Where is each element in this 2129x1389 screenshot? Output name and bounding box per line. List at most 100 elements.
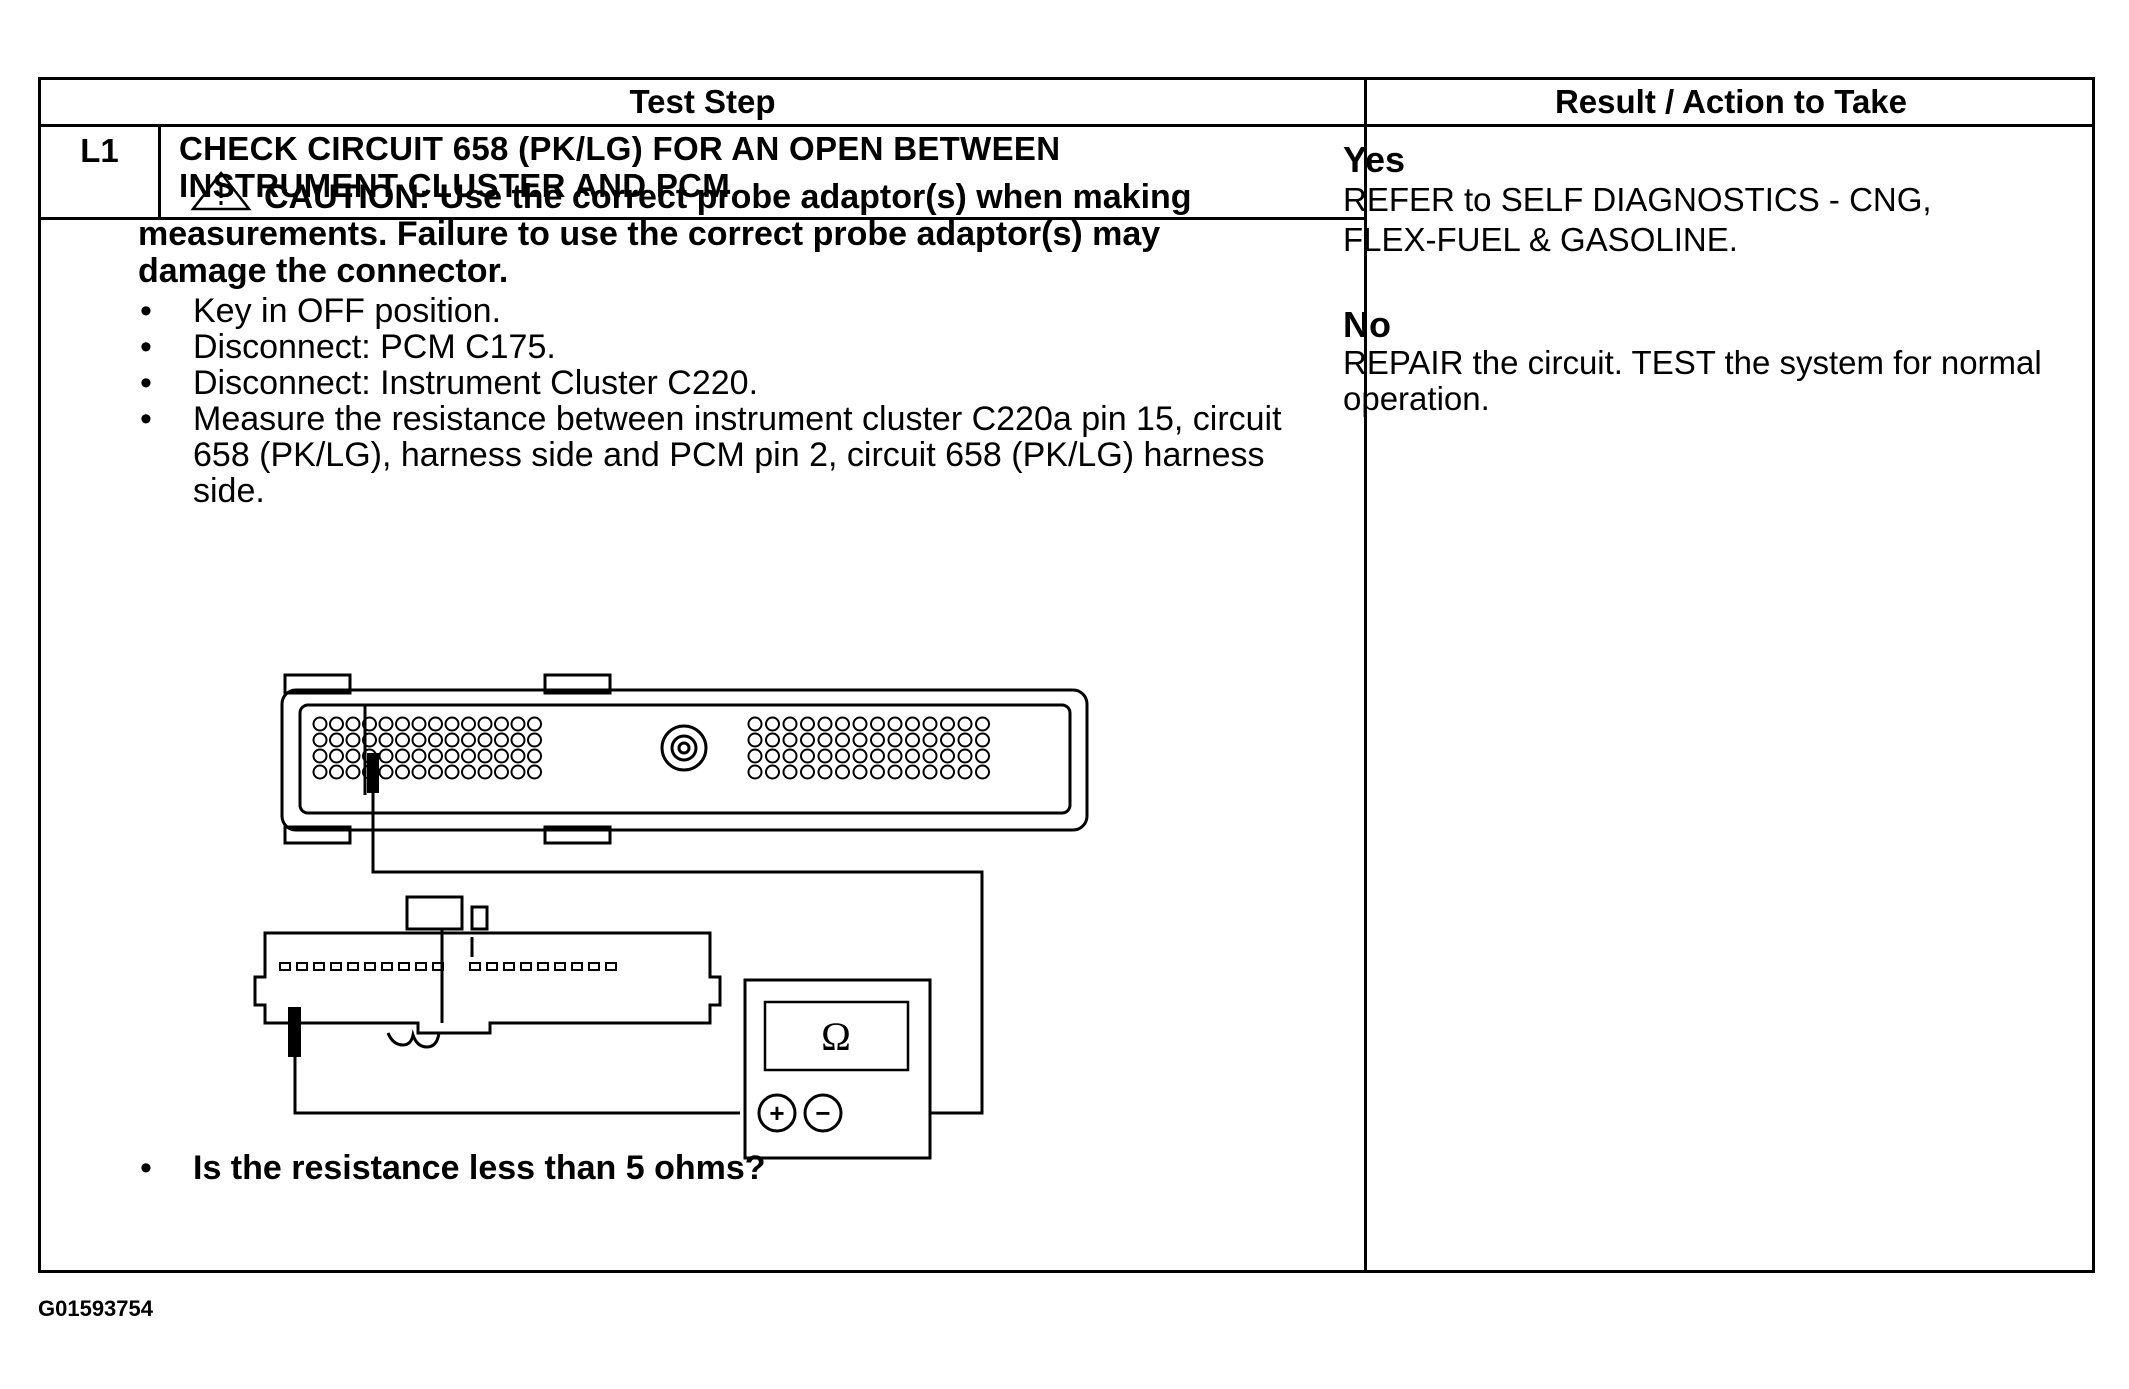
plus-sign: + <box>769 1098 784 1128</box>
result-yes: Yes REFER to SELF DIAGNOSTICS - CNG, FLE… <box>1343 140 2043 260</box>
pcm-pin <box>835 732 850 748</box>
step-question: Is the resistance less than 5 ohms? <box>138 1148 766 1188</box>
pcm-pin <box>835 764 850 780</box>
pcm-pin <box>510 716 526 732</box>
pcm-pin <box>747 732 763 748</box>
pcm-pin <box>510 764 526 780</box>
pcm-pin <box>835 716 850 732</box>
cluster-pin <box>486 962 498 971</box>
pcm-probe-tip <box>367 753 379 793</box>
pcm-pin <box>378 764 394 780</box>
cluster-pin <box>503 962 515 971</box>
pcm-pin <box>477 764 493 780</box>
pcm-pin <box>494 764 509 780</box>
pcm-pin <box>887 716 903 732</box>
pcm-pin <box>870 716 885 732</box>
pcm-pin <box>922 732 938 748</box>
pcm-pin <box>510 732 526 748</box>
pcm-pin <box>428 716 443 732</box>
pcm-pin <box>905 764 920 780</box>
cluster-pin <box>415 962 427 971</box>
cluster-pin <box>347 962 359 971</box>
pcm-pin <box>395 748 410 764</box>
cluster-connector <box>253 895 722 1049</box>
list-item: Disconnect: PCM C175. <box>138 329 1318 365</box>
pcm-pin <box>395 764 410 780</box>
step-title-line2: INSTRUMENT CLUSTER AND PCM <box>179 167 731 204</box>
pcm-pin <box>411 764 427 780</box>
pcm-pin <box>329 732 344 748</box>
pcm-connector-body <box>280 688 1089 832</box>
pcm-pin <box>411 716 427 732</box>
pcm-center-bolt <box>660 724 708 772</box>
pcm-pin <box>494 732 509 748</box>
pcm-pin <box>527 716 542 732</box>
pcm-pin <box>940 764 955 780</box>
list-item: Key in OFF position. <box>138 293 1318 329</box>
pcm-pin <box>362 732 377 748</box>
cluster-pin <box>432 962 444 971</box>
pcm-pin <box>765 732 780 748</box>
pcm-pin <box>378 748 394 764</box>
pcm-pin <box>922 764 938 780</box>
pcm-center-bolt <box>670 734 698 762</box>
connector-measurement-diagram: Ω + − <box>253 673 1089 1160</box>
result-yes-text-line2: FLEX-FUEL & GASOLINE. <box>1343 221 1738 258</box>
header-test-step: Test Step <box>629 83 776 120</box>
pcm-center-bolt <box>677 741 691 755</box>
caution-note: CAUTION: Use the correct probe adaptor(s… <box>138 170 1258 290</box>
pcm-pin <box>852 748 868 764</box>
pcm-pin <box>852 732 868 748</box>
pcm-pin <box>835 748 850 764</box>
pcm-pin <box>782 748 798 764</box>
pcm-pin <box>395 716 410 732</box>
pcm-pin <box>870 732 885 748</box>
step-id: L1 <box>80 132 119 169</box>
figure-id: G01593754 <box>38 1296 153 1321</box>
negative-terminal <box>803 1093 843 1133</box>
pcm-pin <box>312 732 328 748</box>
cluster-pin <box>554 962 566 971</box>
pcm-pin <box>444 716 460 732</box>
pcm-pin <box>747 748 763 764</box>
pcm-pin <box>800 764 815 780</box>
test-step-table: Test Step Result / Action to Take L1 CHE… <box>38 77 2095 1273</box>
cluster-pin <box>537 962 549 971</box>
pcm-pin <box>852 764 868 780</box>
pcm-pin <box>477 748 493 764</box>
cluster-pin <box>313 962 325 971</box>
pcm-pin <box>782 732 798 748</box>
warning-triangle-icon <box>190 170 252 211</box>
pcm-pin <box>765 748 780 764</box>
pcm-pin <box>494 748 509 764</box>
pcm-pin <box>494 716 509 732</box>
pcm-pin <box>747 764 763 780</box>
cluster-probe-tip <box>288 1007 301 1057</box>
list-item: Disconnect: Instrument Cluster C220. <box>138 365 1318 401</box>
pcm-pin <box>378 732 394 748</box>
pcm-pin <box>395 732 410 748</box>
pcm-pin <box>312 764 328 780</box>
cluster-pin <box>398 962 410 971</box>
pcm-pin <box>940 748 955 764</box>
pcm-pin <box>870 764 885 780</box>
pcm-pin <box>800 748 815 764</box>
cluster-pin <box>279 962 291 971</box>
pcm-pin <box>957 732 973 748</box>
pcm-pin <box>975 716 990 732</box>
pcm-pin <box>922 748 938 764</box>
pcm-pin <box>922 716 938 732</box>
pcm-pin <box>852 716 868 732</box>
pcm-pin <box>411 748 427 764</box>
pcm-pin <box>329 764 344 780</box>
ohmmeter-display <box>763 1000 910 1072</box>
pcm-pin <box>957 764 973 780</box>
step-id-divider <box>158 124 161 219</box>
pcm-pin <box>940 716 955 732</box>
cluster-pin <box>330 962 342 971</box>
pcm-pin <box>411 732 427 748</box>
pcm-pin <box>461 716 476 732</box>
pcm-pin <box>362 716 377 732</box>
column-divider <box>1364 80 1367 1270</box>
pcm-pin <box>510 748 526 764</box>
